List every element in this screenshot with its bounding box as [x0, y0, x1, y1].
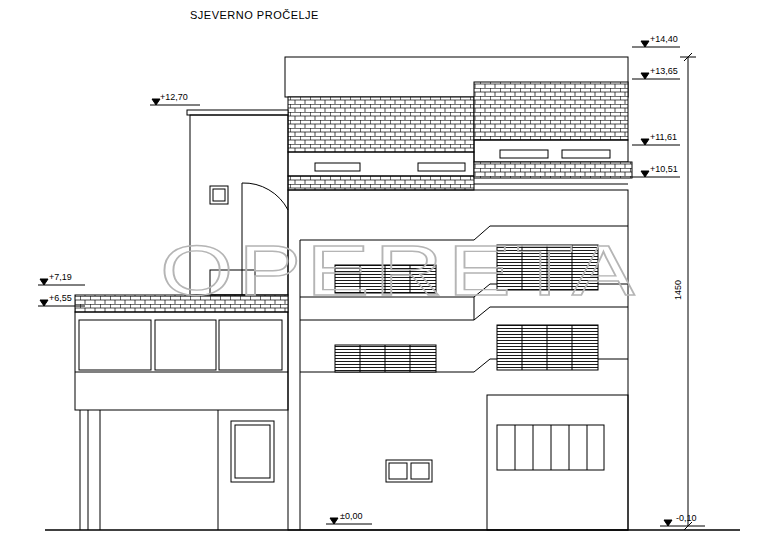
stair-tower-part: [210, 186, 228, 204]
stair-tower-part: [242, 183, 288, 210]
dimension-line-part: [684, 522, 692, 530]
roof-storey-part: [474, 82, 628, 140]
level-marker-part: [40, 279, 48, 285]
roof-storey-part: [288, 152, 474, 176]
level-mark: -0,10: [676, 514, 697, 524]
level-marker-part: [660, 526, 705, 527]
level-marker-part: [152, 99, 160, 105]
level-marker-part: [641, 73, 649, 79]
level-marker-part: [38, 306, 85, 307]
level-marker-part: [641, 41, 649, 47]
level-mark: +13,65: [650, 67, 678, 77]
level-marker-part: [150, 105, 200, 106]
stair-tower-part: [213, 189, 225, 201]
roof-storey-part: [418, 163, 465, 171]
level-marker-part: [330, 518, 338, 524]
level-marker-part: [632, 47, 680, 48]
shutter-window-part: [360, 345, 361, 372]
left-wing-part: [231, 421, 274, 482]
ground-floor: [386, 395, 628, 530]
left-wing-part: [219, 320, 282, 370]
shutter-window-part: [410, 345, 411, 372]
roof-storey-part: [315, 163, 360, 171]
left-wing-part: [218, 410, 219, 530]
roof-storey-part: [288, 176, 474, 190]
shutter-window-part: [572, 325, 573, 370]
shutter-window-part: [335, 345, 436, 372]
left-wing-part: [88, 410, 89, 530]
ground-floor-part: [487, 395, 628, 530]
level-mark: +14,40: [650, 35, 678, 45]
drawing-title: SJEVERNO PROČELJE: [190, 9, 319, 21]
level-marker-part: [641, 171, 649, 177]
left-wing-part: [235, 425, 270, 478]
elevation-drawing-part: [38, 41, 740, 530]
level-mark: ±0,00: [340, 512, 362, 522]
roof-storey-part: [288, 97, 474, 152]
roof-storey-part: [500, 150, 548, 158]
ground-floor-part: [386, 460, 432, 482]
ground-floor-part: [497, 425, 604, 470]
dimension-text: 1450: [674, 280, 684, 300]
left-wing-part: [79, 320, 151, 370]
roof-storey-part: [474, 140, 628, 162]
level-marker-part: [632, 177, 680, 178]
ground-floor-part: [389, 463, 407, 479]
dimension-line-part: [688, 57, 689, 526]
level-mark: +7,19: [49, 273, 72, 283]
left-wing-part: [75, 372, 288, 373]
stair-tower-part: [187, 110, 288, 115]
shutter-window-part: [497, 325, 598, 370]
ground-floor-part: [533, 425, 534, 470]
left-wing-part: [155, 320, 216, 370]
ground-floor-part: [411, 463, 429, 479]
level-mark: +6,55: [49, 294, 72, 304]
watermark: OPERETA: [160, 236, 640, 306]
roof-storey: [285, 57, 632, 190]
left-wing: [75, 295, 288, 530]
level-marker-part: [632, 79, 680, 80]
level-mark: +12,70: [160, 93, 188, 103]
level-mark: +11,61: [650, 133, 677, 143]
level-marker-part: [664, 520, 672, 526]
shutter-window-part: [547, 325, 548, 370]
level-marker-part: [38, 285, 85, 286]
level-marker-part: [40, 300, 48, 306]
shutter-window-part: [522, 325, 523, 370]
left-wing-part: [80, 410, 81, 530]
ground-floor-part: [587, 425, 588, 470]
level-marker-part: [632, 145, 680, 146]
level-marker: [38, 41, 705, 526]
ground-floor-part: [515, 425, 516, 470]
left-wing-part: [100, 410, 101, 530]
ground-floor-part: [569, 425, 570, 470]
shutter-window-part: [385, 345, 386, 372]
roof-storey-part: [562, 150, 610, 158]
main-block-part: [300, 307, 628, 320]
level-marker-part: [641, 139, 649, 145]
roof-storey-part: [474, 162, 632, 178]
dimension-line-part: [680, 57, 696, 58]
ground-floor-part: [551, 425, 552, 470]
level-marker-part: [326, 524, 372, 525]
roof-storey-part: [474, 184, 628, 185]
level-mark: +10,51: [650, 165, 678, 175]
left-wing-part: [75, 312, 288, 410]
